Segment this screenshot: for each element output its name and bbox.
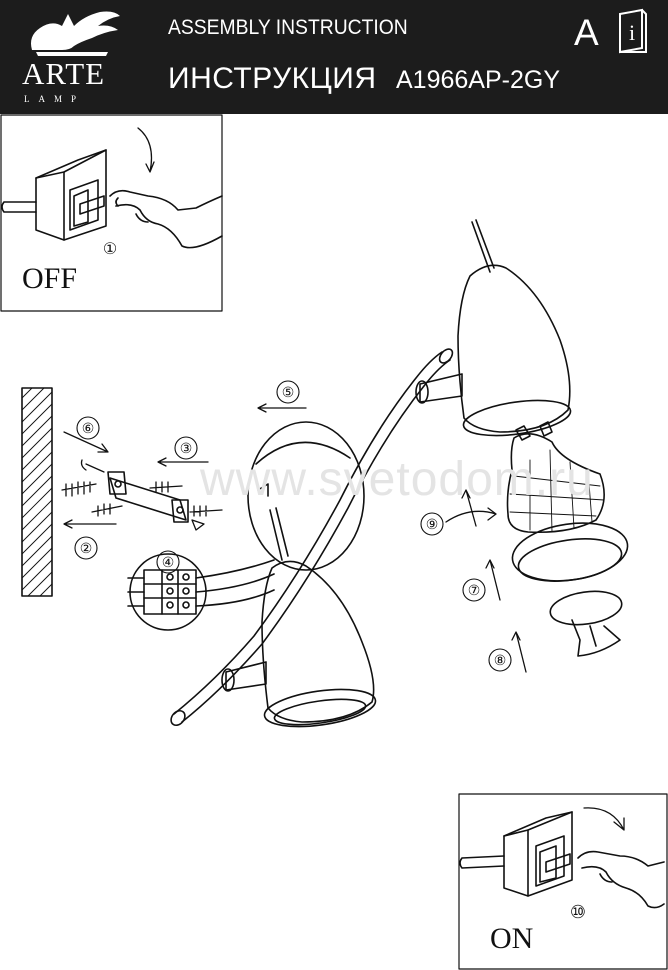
step-10-number: ⑩	[570, 902, 586, 922]
step-1-number: ①	[103, 241, 117, 258]
watermark: www.svetodom.ru	[200, 453, 594, 506]
curved-arrow-on	[583, 807, 625, 831]
wall-section	[21, 387, 53, 597]
switch-off-frame	[0, 114, 223, 312]
glass-ring	[511, 522, 629, 582]
hand-off	[109, 189, 223, 249]
step-8-number: ⑧	[494, 652, 507, 668]
wall-switch-on	[459, 811, 573, 897]
step-4-number: ④	[162, 554, 175, 570]
step-number-circles	[74, 380, 512, 672]
step-5-number: ⑤	[282, 384, 295, 400]
title-russian: ИНСТРУКЦИЯ	[168, 62, 377, 95]
step-7-number: ⑦	[468, 582, 481, 598]
wall-switch-off	[1, 149, 107, 241]
griffin-logo-icon	[31, 11, 120, 56]
info-letter: i	[629, 20, 635, 45]
brand-subtitle: LAMP	[24, 94, 86, 104]
brand-name: ARTE	[22, 56, 106, 91]
lamp-holder-cap	[549, 590, 623, 657]
curved-arrow-off	[137, 127, 155, 173]
upper-lamp-shade	[415, 219, 572, 437]
step-arrows	[63, 403, 307, 529]
info-book-icon: i	[619, 8, 647, 54]
step-6-number: ⑥	[82, 420, 95, 436]
switch-on-frame	[458, 793, 668, 970]
language-letter: A	[574, 12, 599, 53]
step-9-number: ⑨	[426, 516, 439, 532]
mounting-bracket	[107, 471, 189, 523]
main-arm	[170, 348, 454, 727]
switch-on-label: ON	[490, 922, 534, 955]
step-2-number: ②	[80, 540, 93, 556]
assembly-diagram: ⑤ ⑥ ③ ② ④ ⑨ ⑦ ⑧ ① ⑩	[0, 114, 668, 970]
title-english: ASSEMBLY INSTRUCTION	[168, 16, 408, 39]
canopy	[247, 421, 365, 571]
assembly-arrows	[445, 489, 527, 673]
step-3-number: ③	[180, 440, 193, 456]
model-number: A1966AP-2GY	[396, 66, 560, 94]
lower-lamp-shade	[221, 507, 377, 728]
header-bar: ARTE LAMP ASSEMBLY INSTRUCTION ИНСТРУКЦИ…	[0, 0, 668, 114]
switch-off-label: OFF	[22, 262, 78, 295]
screws-dowels	[61, 459, 223, 531]
terminal-block	[127, 553, 275, 631]
reflector-bulb	[506, 421, 605, 534]
hand-on	[577, 850, 665, 909]
